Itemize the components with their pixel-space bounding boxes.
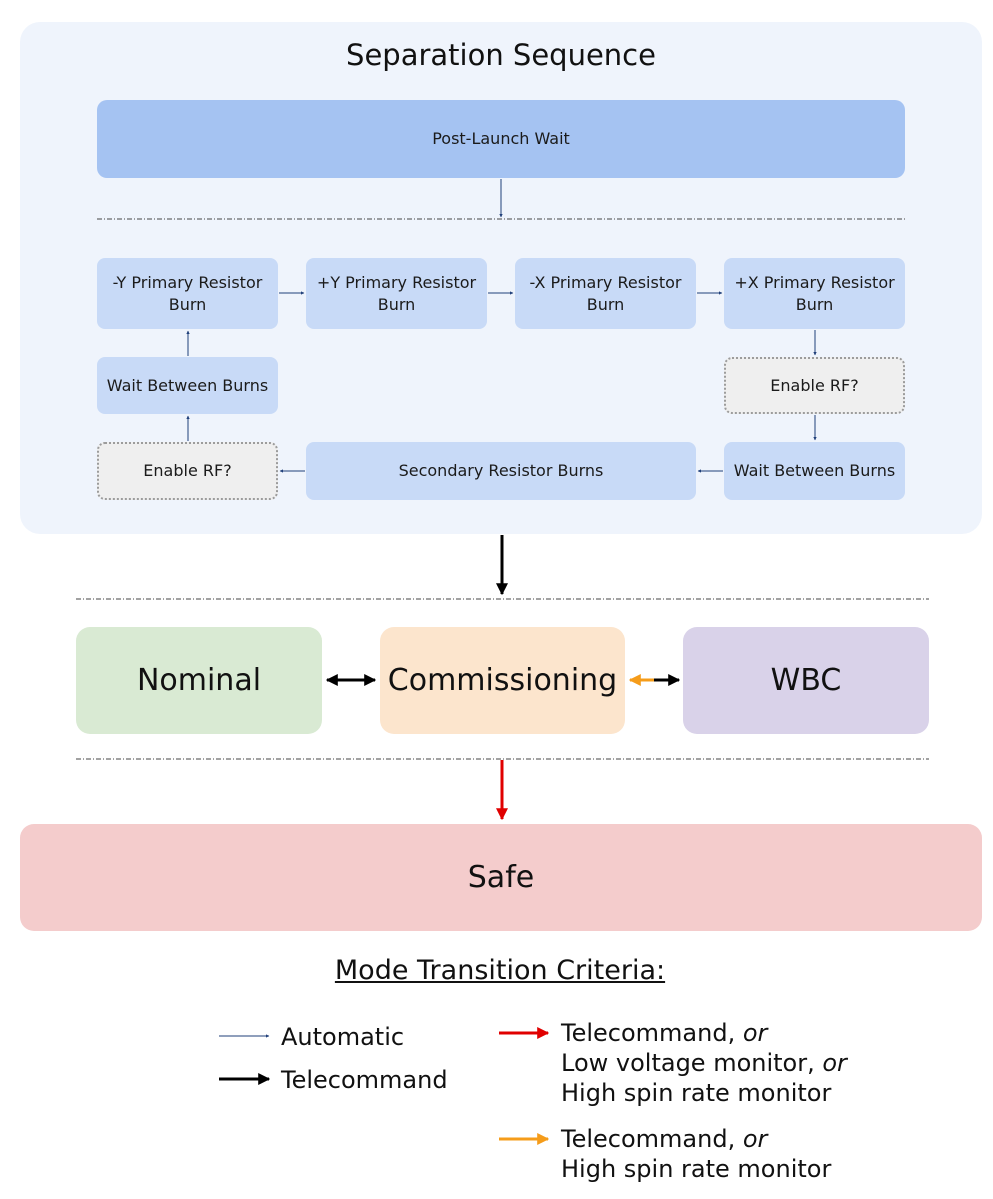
enable-rf-left-box: Enable RF? [97,442,278,500]
enable-rf-right-box: Enable RF? [724,357,905,414]
orange-line2-text: High spin rate monitor [561,1155,832,1183]
red-line1-or: or [742,1019,768,1047]
pos-x-burn-box: +X Primary Resistor Burn [724,258,905,329]
legend-automatic-label: Automatic [281,1023,405,1051]
commissioning-mode-box: Commissioning [380,627,625,734]
wbc-mode-box: WBC [683,627,929,734]
legend-telecommand-label: Telecommand [281,1066,448,1094]
safe-mode-box: Safe [20,824,982,931]
secondary-resistor-burns-box: Secondary Resistor Burns [306,442,696,500]
legend-red-criteria: Telecommand, or Low voltage monitor, or … [561,1018,961,1108]
neg-y-burn-box: -Y Primary Resistor Burn [97,258,278,329]
red-line2-text: Low voltage monitor, [561,1049,815,1077]
pos-y-burn-box: +Y Primary Resistor Burn [306,258,487,329]
orange-line1-or: or [742,1125,768,1153]
nominal-mode-box: Nominal [76,627,322,734]
separation-sequence-title: Separation Sequence [346,38,656,72]
neg-x-burn-box: -X Primary Resistor Burn [515,258,696,329]
orange-line1-text: Telecommand, [561,1125,736,1153]
wait-between-burns-right-box: Wait Between Burns [724,442,905,500]
post-launch-wait-box: Post-Launch Wait [97,100,905,178]
red-line3-text: High spin rate monitor [561,1079,832,1107]
red-line2-or: or [822,1049,847,1077]
wait-between-burns-left-box: Wait Between Burns [97,357,278,414]
legend-orange-criteria: Telecommand, or High spin rate monitor [561,1124,961,1184]
red-line1-text: Telecommand, [561,1019,736,1047]
legend-title: Mode Transition Criteria: [334,955,666,986]
